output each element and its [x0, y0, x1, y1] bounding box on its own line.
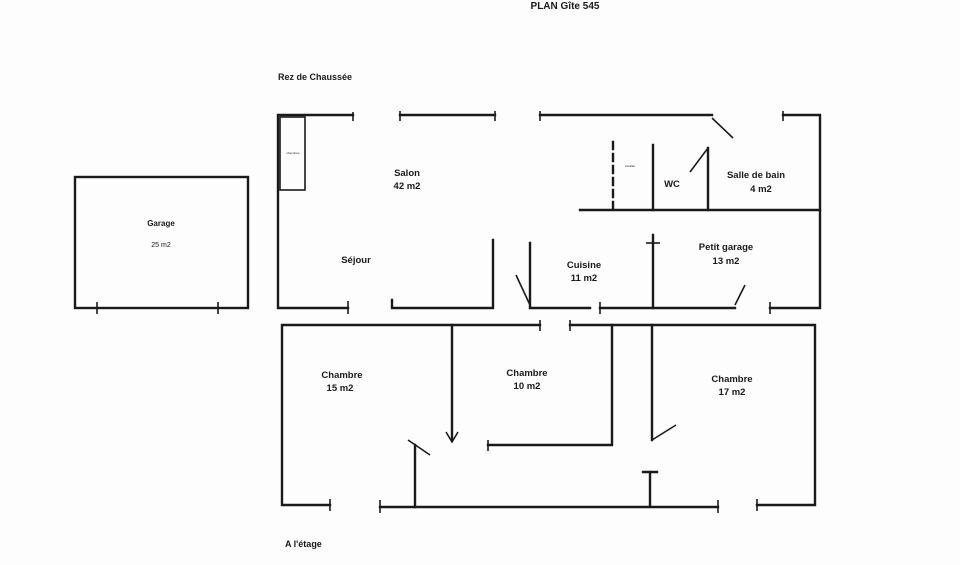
fireplace-label: cheminée — [286, 151, 299, 155]
chambre-3-name: Chambre — [711, 374, 752, 385]
upper-floor-walls — [280, 320, 817, 513]
stairs-label: escalier — [625, 164, 635, 168]
salle-de-bain-area: 4 m2 — [750, 184, 772, 195]
garage-area: 25 m2 — [151, 242, 171, 249]
chambre-1-area: 15 m2 — [327, 383, 354, 394]
chambre-2-name: Chambre — [506, 368, 547, 379]
sejour-name: Séjour — [341, 255, 371, 266]
ground-floor-walls — [276, 111, 822, 314]
upper-floor-label: A l'étage — [285, 539, 322, 549]
garage-outline — [73, 175, 250, 314]
chambre-1-name: Chambre — [321, 370, 362, 381]
salon-name: Salon — [394, 168, 420, 179]
cuisine-area: 11 m2 — [571, 273, 597, 284]
salle-de-bain-name: Salle de bain — [727, 170, 785, 181]
petit-garage-name: Petit garage — [699, 242, 753, 253]
garage-name: Garage — [147, 219, 175, 228]
cuisine-name: Cuisine — [567, 260, 601, 271]
salon-area: 42 m2 — [394, 181, 421, 192]
chambre-2-area: 10 m2 — [514, 381, 541, 392]
petit-garage-area: 13 m2 — [713, 256, 740, 267]
ground-floor-label: Rez de Chaussée — [278, 72, 352, 82]
chambre-3-area: 17 m2 — [719, 387, 746, 398]
plan-title: PLAN Gîte 545 — [531, 1, 600, 12]
wc-name: WC — [664, 179, 680, 190]
